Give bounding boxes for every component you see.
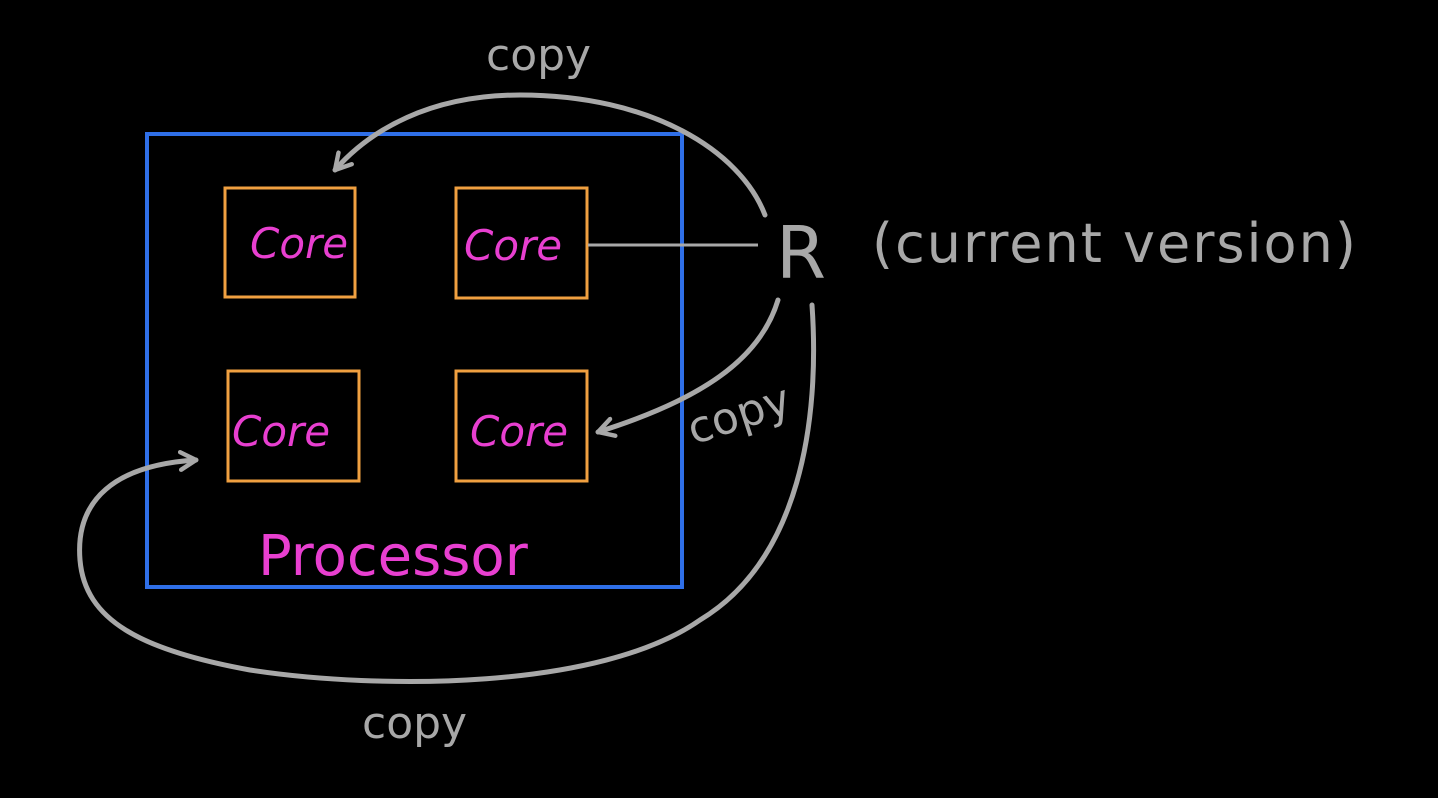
core-label-bottom-right: Core [470, 407, 568, 456]
copy-label-middle: copy [681, 374, 797, 455]
r-label: R [776, 211, 826, 295]
core-box-top-left [223, 186, 357, 299]
copy-arrow-middle [595, 297, 781, 438]
core-label-top-right: Core [464, 221, 562, 270]
r-version-label: (current version) [872, 212, 1358, 275]
processor-label: Processor [258, 524, 529, 589]
core-box-bottom-right [454, 369, 589, 483]
copy-label-bottom: copy [362, 698, 467, 749]
core-label-bottom-left: Core [232, 407, 330, 456]
core-label-top-left: Core [250, 219, 348, 268]
processor-box [145, 132, 684, 589]
copy-arrow-top [332, 92, 768, 218]
copy-arrow-bottom [77, 302, 817, 684]
copy-label-top: copy [486, 30, 591, 81]
core-box-bottom-left [226, 369, 361, 483]
core-box-top-right [454, 186, 589, 300]
